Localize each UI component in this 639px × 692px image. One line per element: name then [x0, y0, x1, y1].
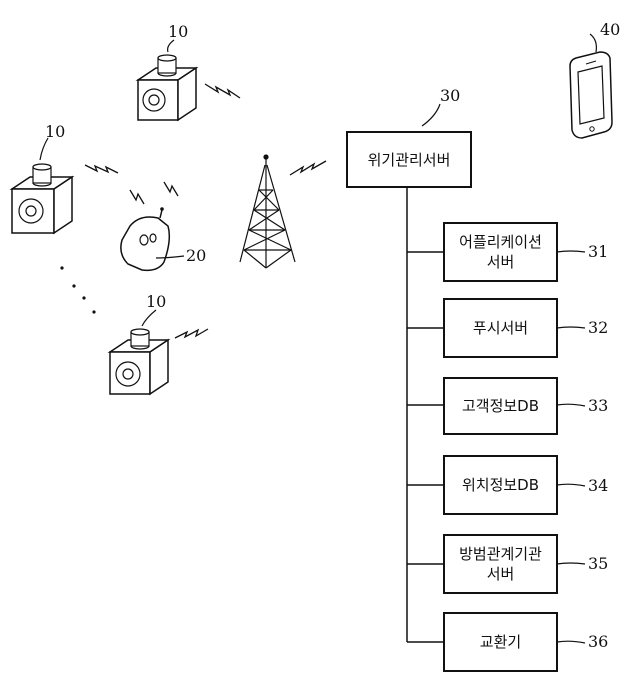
ref-label-remote: 20 [186, 246, 207, 265]
ref-label-server: 30 [440, 86, 461, 105]
ref-label-component: 33 [588, 396, 609, 415]
component-label: 서버 [486, 565, 515, 583]
ref-label-phone: 40 [600, 20, 621, 39]
component-label: 어플리케이션 [459, 233, 542, 251]
crisis-management-server-box: 위기관리서버 [346, 131, 472, 188]
component-label: 위치정보DB [461, 476, 540, 494]
ref-label-sensor: 10 [168, 22, 189, 41]
component-box: 푸시서버 [443, 298, 558, 358]
ref-label-component: 36 [588, 632, 609, 651]
ref-label-component: 32 [588, 318, 609, 337]
remote-control-icon [120, 207, 171, 272]
component-box: 교환기 [443, 612, 558, 672]
connection-lines [406, 187, 443, 643]
smartphone-icon [569, 51, 613, 139]
server-label: 위기관리서버 [367, 150, 451, 169]
component-box: 고객정보DB [443, 377, 558, 435]
wireless-signal-icon [84, 83, 327, 339]
radio-tower-icon [239, 154, 296, 269]
component-label: 서버 [486, 253, 515, 271]
ref-label-component: 35 [588, 554, 609, 573]
component-label: 교환기 [479, 633, 522, 651]
ellipsis-dots [60, 266, 96, 314]
sensor-device-icon [135, 54, 199, 122]
component-box: 어플리케이션 서버 [443, 222, 558, 282]
leader-lines [39, 33, 597, 644]
ref-label-component: 34 [588, 476, 609, 495]
ref-label-sensor: 10 [45, 122, 66, 141]
component-box: 방범관계기관 서버 [443, 534, 558, 594]
ref-label-sensor: 10 [146, 292, 167, 311]
component-box: 위치정보DB [443, 455, 558, 515]
component-label: 푸시서버 [472, 319, 529, 337]
component-label: 고객정보DB [461, 397, 540, 415]
ref-label-component: 31 [588, 242, 609, 261]
sensor-device-icon [9, 163, 75, 235]
sensor-device-icon [107, 328, 171, 396]
component-label: 방범관계기관 [459, 545, 542, 563]
